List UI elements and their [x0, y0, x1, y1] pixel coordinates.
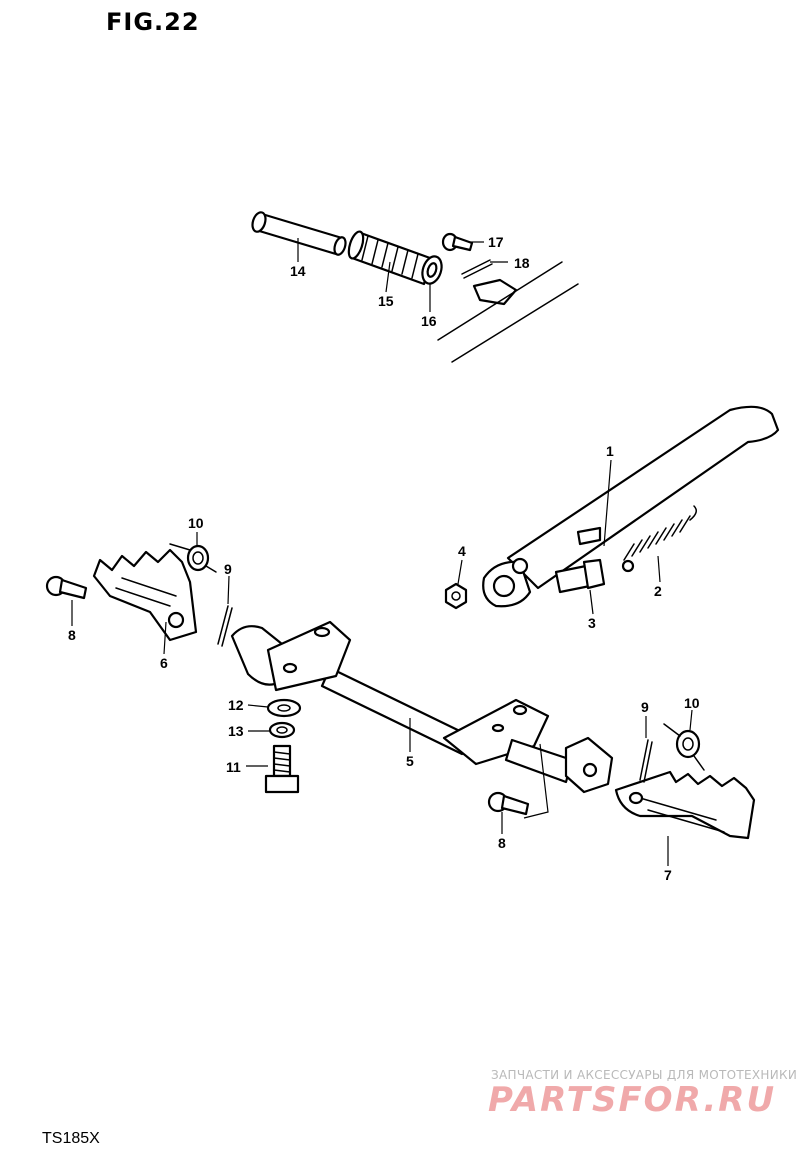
- callout-12: 12: [228, 697, 244, 713]
- frame-bracket: [437, 261, 579, 363]
- part-11-bolt: [264, 744, 300, 794]
- callout-1: 1: [606, 443, 614, 459]
- part-12-washer: [266, 698, 302, 718]
- part-8-right-pin: [487, 791, 530, 816]
- callout-10-left: 10: [188, 515, 204, 531]
- part-14-pin: [251, 211, 347, 256]
- callout-10-right: 10: [684, 695, 700, 711]
- callout-6: 6: [160, 655, 168, 671]
- part-16-washer: [421, 255, 443, 285]
- callout-5: 5: [406, 753, 414, 769]
- part-10-right-spring: [663, 723, 705, 771]
- figure-title: FIG.22: [106, 8, 200, 36]
- callout-15: 15: [378, 293, 394, 309]
- part-1-side-stand: [482, 405, 780, 608]
- callout-3: 3: [588, 615, 596, 631]
- part-15-rubber-grip: [347, 230, 432, 286]
- callout-7: 7: [664, 867, 672, 883]
- part-2-spring: [621, 505, 697, 573]
- part-17-pin: [441, 232, 474, 252]
- part-18-cotter-pin: [461, 259, 493, 279]
- watermark-logo: PARTSFOR.RU: [488, 1080, 777, 1120]
- callout-18: 18: [514, 255, 530, 271]
- part-6-left-footrest: [92, 548, 198, 642]
- part-3-bolt: [554, 558, 606, 594]
- callout-14: 14: [290, 263, 306, 279]
- callout-4: 4: [458, 543, 466, 559]
- part-8-left-pin: [45, 575, 88, 600]
- callout-16: 16: [421, 313, 437, 329]
- part-9-left-clip: [217, 605, 233, 647]
- callout-13: 13: [228, 723, 244, 739]
- callout-17: 17: [488, 234, 504, 250]
- part-4-nut: [444, 582, 468, 610]
- part-5-footrest-bar: [230, 620, 614, 794]
- part-10-left-spring: [169, 543, 217, 573]
- leader-lines: [71, 238, 693, 866]
- part-13-lock-washer: [268, 721, 296, 739]
- callout-2: 2: [654, 583, 662, 599]
- callout-8-right: 8: [498, 835, 506, 851]
- model-code: TS185X: [42, 1130, 100, 1147]
- part-7-right-footrest: [614, 770, 756, 840]
- callout-9-left: 9: [224, 561, 232, 577]
- callout-11: 11: [226, 759, 241, 775]
- callout-8-left: 8: [68, 627, 76, 643]
- callout-9-right: 9: [641, 699, 649, 715]
- part-9-right-clip: [639, 739, 653, 783]
- watermark-tagline: ЗАПЧАСТИ И АКСЕССУАРЫ ДЛЯ МОТОТЕХНИКИ: [491, 1068, 798, 1082]
